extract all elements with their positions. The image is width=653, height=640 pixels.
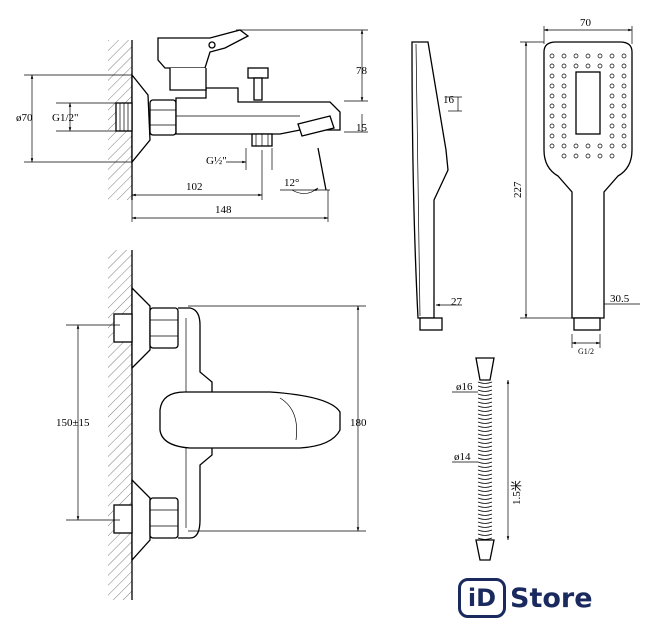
label-hose-d14: ø14 (454, 451, 471, 463)
spray-nozzles (549, 53, 627, 159)
hand-shower-front: 70 227 30.5 G1/2 (512, 17, 640, 356)
spout-end (297, 115, 335, 137)
diverter-knob (253, 77, 263, 101)
label-height-78: 78 (356, 65, 368, 77)
label-thread-bottom: G½" (206, 155, 227, 167)
label-height-180: 180 (350, 417, 367, 429)
label-hose-d16: ø16 (456, 381, 473, 393)
label-angle-12: 12° (284, 177, 299, 189)
label-spacing-150: 150±15 (56, 417, 90, 429)
label-shower-16: 16 (443, 94, 455, 106)
wall-hatch-bottom (108, 250, 132, 600)
label-shower-g12: G1/2 (578, 347, 594, 356)
logo-wordmark: Store (510, 582, 593, 614)
label-dist-148: 148 (215, 204, 232, 216)
label-dist-102: 102 (186, 181, 203, 193)
lever-handle-front (159, 391, 341, 449)
front-view: 150±15 180 (56, 250, 367, 600)
hand-shower-side: 16 27 (411, 41, 463, 331)
lever-handle (157, 29, 250, 69)
label-hose-length: 1.5米 (510, 480, 523, 505)
side-view: 78 15 ø70 G1/2" G½" 102 12° 148 (16, 29, 368, 222)
logo-badge: iD (458, 578, 506, 618)
label-thread-top: G1/2" (52, 112, 79, 124)
label-shower-227: 227 (512, 181, 524, 198)
shower-hose: ø16 ø14 1.5米 (452, 357, 523, 561)
label-shower-70: 70 (580, 17, 592, 29)
label-height-15: 15 (356, 122, 368, 134)
lower-nut (149, 497, 179, 539)
shower-head (543, 41, 633, 319)
istore-logo: iD Store (458, 578, 593, 618)
label-dia-70: ø70 (16, 112, 33, 124)
label-shower-305: 30.5 (610, 293, 630, 305)
wall-flange (131, 73, 151, 164)
upper-nut (149, 307, 179, 349)
label-shower-27: 27 (451, 296, 463, 308)
